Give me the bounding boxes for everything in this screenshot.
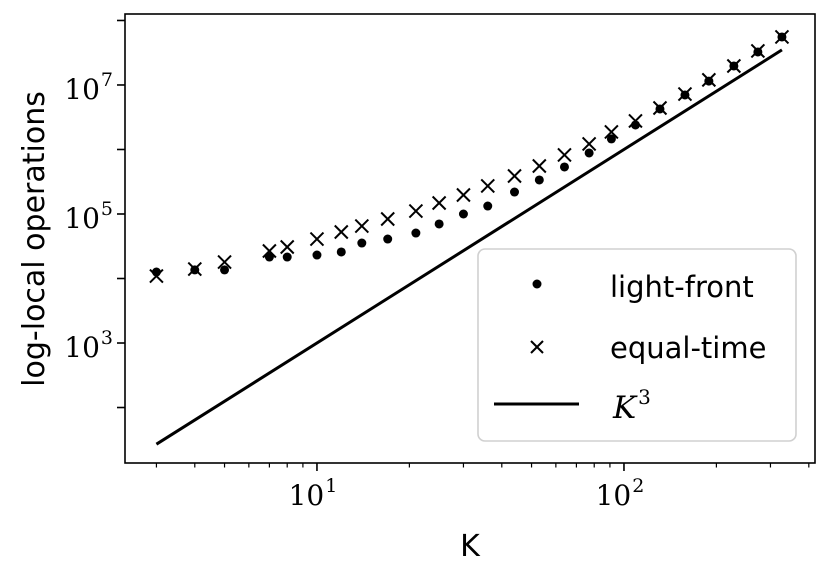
y-tick-label: 105 [64, 198, 113, 235]
equal-time-point [149, 268, 164, 284]
equal-time-point [701, 72, 717, 88]
equal-time-point [532, 158, 547, 174]
legend-dot-marker-icon [532, 279, 542, 289]
y-tick-label: 103 [64, 327, 113, 364]
equal-time-point [774, 29, 790, 45]
k-cubed-reference-line [155, 48, 783, 446]
equal-time-point [581, 136, 597, 152]
x-tick-label: 101 [289, 475, 338, 512]
equal-time-point [280, 239, 295, 255]
equal-time-point [408, 203, 424, 219]
y-axis-label: log-local operations [17, 91, 52, 387]
equal-time-point [750, 43, 766, 59]
legend-label-equal-time: equal-time [610, 331, 766, 365]
light-front-point [584, 148, 594, 158]
x-axis-label: K [460, 529, 481, 564]
x-tick-label: 102 [596, 475, 645, 512]
light-front-point [357, 238, 367, 248]
equal-time-point [431, 195, 447, 211]
equal-time-point [652, 100, 668, 116]
equal-time-point [557, 147, 572, 163]
light-front-point [336, 247, 346, 257]
light-front-point [220, 265, 230, 275]
plot-series [149, 29, 790, 446]
light-front-point [264, 252, 274, 262]
equal-time-point [187, 261, 202, 277]
light-front-point [458, 209, 468, 219]
light-front-point [534, 175, 544, 185]
light-front-point [411, 228, 421, 238]
light-front-point [383, 234, 393, 244]
y-axis-ticks: 103 105 107 [64, 19, 125, 409]
equal-time-point [354, 218, 370, 234]
legend-box [477, 248, 797, 442]
x-axis-ticks: 101 102 [155, 463, 810, 512]
equal-time-point [604, 124, 619, 140]
equal-time-point [334, 224, 349, 240]
light-front-point [434, 219, 444, 229]
axes-frame [124, 13, 816, 464]
legend-x-marker-icon [530, 340, 544, 354]
light-front-point [559, 162, 569, 172]
equal-time-point [480, 178, 495, 194]
light-front-point [312, 250, 322, 260]
legend-label-light-front: light-front [610, 270, 754, 304]
equal-time-point [726, 58, 742, 74]
equal-time-point [507, 168, 522, 184]
equal-time-point [456, 187, 471, 203]
equal-time-point [628, 113, 643, 129]
light-front-point [282, 252, 292, 262]
light-front-point [510, 187, 520, 197]
equal-time-point [309, 231, 325, 247]
light-front-point [606, 134, 616, 144]
equal-time-point [380, 211, 395, 227]
equal-time-point [677, 86, 693, 102]
light-front-point [483, 201, 493, 211]
equal-time-point [262, 243, 277, 259]
y-tick-label: 107 [64, 69, 113, 106]
equal-time-point [217, 254, 232, 270]
